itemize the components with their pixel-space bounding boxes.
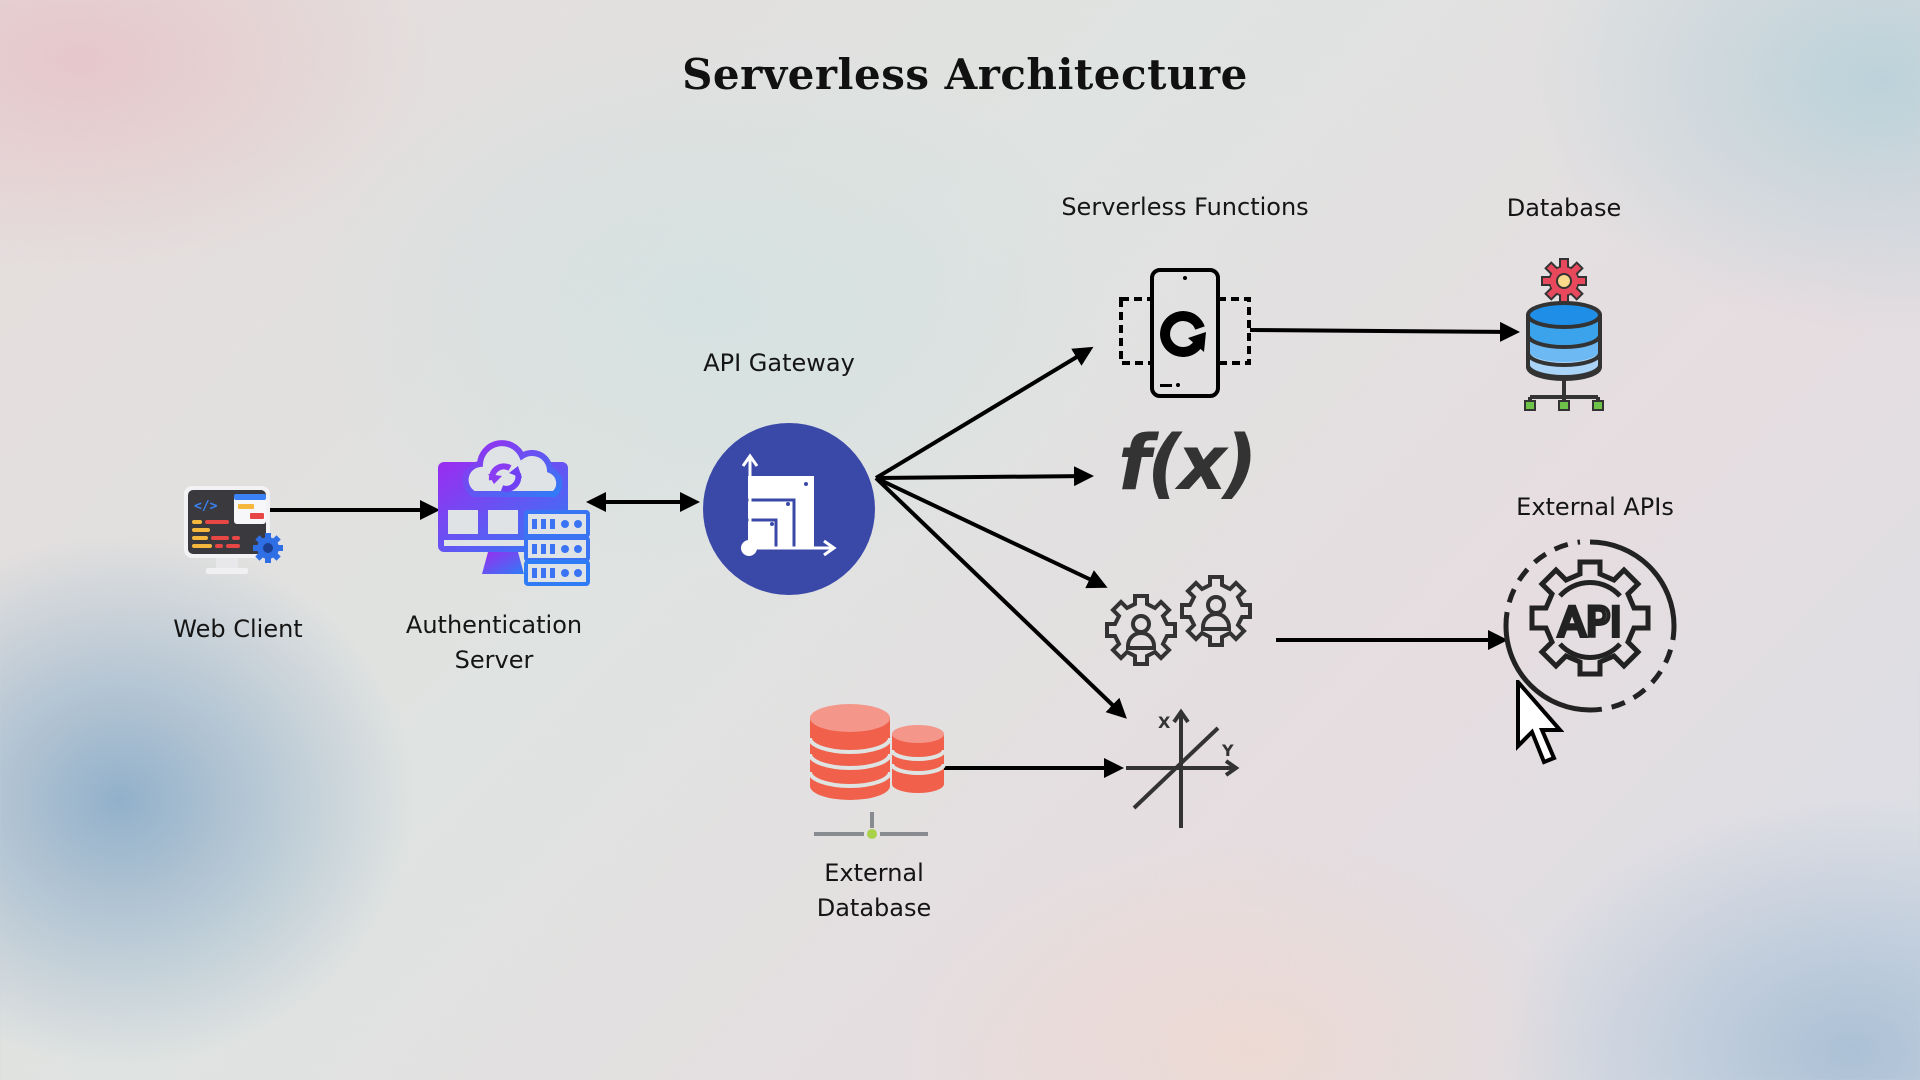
arrow-gateway-to-xy bbox=[874, 476, 1127, 719]
arrow-gateway-to-gears bbox=[875, 476, 1108, 589]
arrow-gateway-to-fx bbox=[875, 466, 1094, 487]
api-gateway-label: API Gateway bbox=[703, 349, 855, 377]
x-axis-letter: X bbox=[1158, 713, 1171, 732]
api-gear-text: API bbox=[1558, 600, 1621, 646]
auth-server-label-line1: Authentication bbox=[405, 611, 583, 639]
user-gears-icon[interactable] bbox=[1103, 575, 1255, 675]
external-database-icon[interactable] bbox=[806, 694, 946, 844]
arrow-mobile-to-database bbox=[1249, 321, 1520, 342]
auth-server-label-line2: Server bbox=[454, 646, 534, 674]
external-apis-label: External APIs bbox=[1516, 493, 1674, 521]
external-database-label-line2: Database bbox=[816, 894, 932, 922]
svg-text:</>: </> bbox=[194, 499, 218, 514]
arrow-gateway-to-mobile bbox=[874, 346, 1094, 480]
mobile-refresh-icon[interactable] bbox=[1118, 266, 1252, 400]
web-client-label: Web Client bbox=[173, 615, 303, 643]
y-axis-letter: Y bbox=[1221, 741, 1234, 760]
serverless-functions-label: Serverless Functions bbox=[1061, 193, 1309, 221]
cloud-server-sync-icon bbox=[438, 440, 590, 586]
database-gear-icon[interactable] bbox=[1518, 255, 1616, 411]
api-gear-icon[interactable]: API bbox=[1500, 536, 1682, 718]
function-fx-icon[interactable]: f(x) bbox=[1118, 408, 1258, 518]
mouse-pointer-icon bbox=[1516, 680, 1564, 765]
api-gateway-icon[interactable] bbox=[702, 422, 876, 596]
database-label: Database bbox=[1506, 194, 1622, 222]
diagram-title: Serverless Architecture bbox=[682, 50, 1248, 99]
external-database-label-line1: External bbox=[824, 859, 924, 887]
function-fx-text: f(x) bbox=[1118, 418, 1258, 507]
xy-axis-icon[interactable]: X Y bbox=[1122, 708, 1252, 830]
web-client-monitor-icon: </> bbox=[184, 486, 283, 574]
